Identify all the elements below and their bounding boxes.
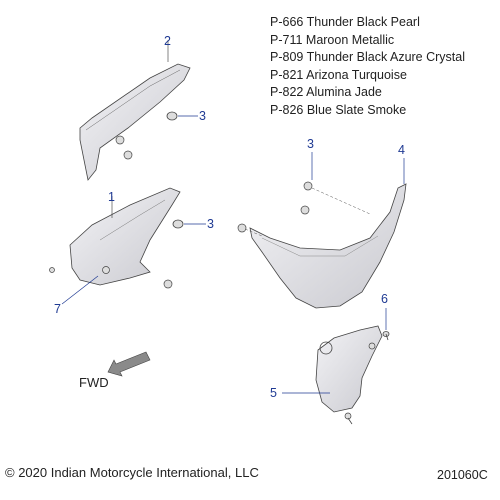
legend-item: P-826 Blue Slate Smoke [270,102,407,117]
callout-3-middle: 3 [207,217,214,231]
legend-item: P-666 Thunder Black Pearl [270,15,420,29]
legend-item: P-711 Maroon Metallic [270,32,395,47]
leader-lines [61,115,405,394]
part-5-lower-cover [315,325,383,425]
part-2-upper-cover [79,40,191,181]
callout-7: 7 [54,302,61,316]
callout-3-upper: 3 [199,109,206,123]
part-1-side-cover [49,187,181,289]
part-4-rear-cover [237,181,407,309]
copyright-text: © 2020 Indian Motorcycle International, … [5,465,259,480]
callout-3-right: 3 [307,137,314,151]
paint-color-legend: P-666 Thunder Black Pearl P-711 Maroon M… [270,14,465,120]
legend-item: P-821 Arizona Turquoise [270,67,407,82]
legend-item: P-809 Thunder Black Azure Crystal [270,50,466,65]
legend-item: P-822 Alumina Jade [270,85,382,100]
callout-5: 5 [270,386,277,400]
nut-3-middle [172,219,184,229]
callout-2: 2 [164,34,171,48]
screw-6 [382,331,390,341]
fwd-label: FWD [79,375,109,390]
nut-3-upper [166,111,178,121]
fwd-arrow-icon [107,351,151,377]
callout-1: 1 [108,190,115,204]
figure-code: 201060C [437,468,488,482]
callout-6: 6 [381,292,388,306]
callout-4: 4 [398,143,405,157]
